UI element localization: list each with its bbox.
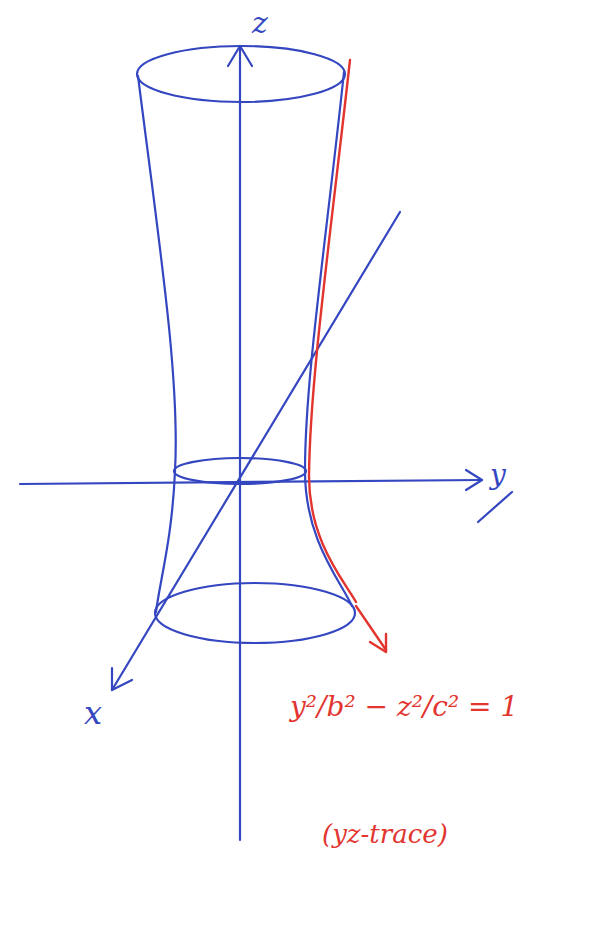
bottom-ellipse: [155, 583, 355, 643]
equation-label: y²/b² − z²/c² = 1: [290, 692, 518, 723]
waist-ellipse: [174, 458, 306, 484]
x-axis-arrow: [112, 668, 132, 690]
z-axis: [239, 48, 241, 840]
right-side: [305, 72, 352, 606]
trace-note: (yz-trace): [322, 820, 448, 849]
x-axis: [112, 212, 400, 690]
leader-arrowhead: [370, 634, 386, 652]
axis-label: x: [84, 696, 102, 731]
axis-stroke: [478, 492, 512, 522]
yz-trace-curve: [309, 60, 356, 602]
top-ellipse: [137, 46, 345, 102]
left-side: [138, 76, 176, 612]
axis-label: z: [252, 6, 268, 39]
z-axis-arrow: [228, 46, 252, 66]
y-axis-arrow: [466, 470, 482, 490]
axis-label: y: [490, 460, 506, 491]
